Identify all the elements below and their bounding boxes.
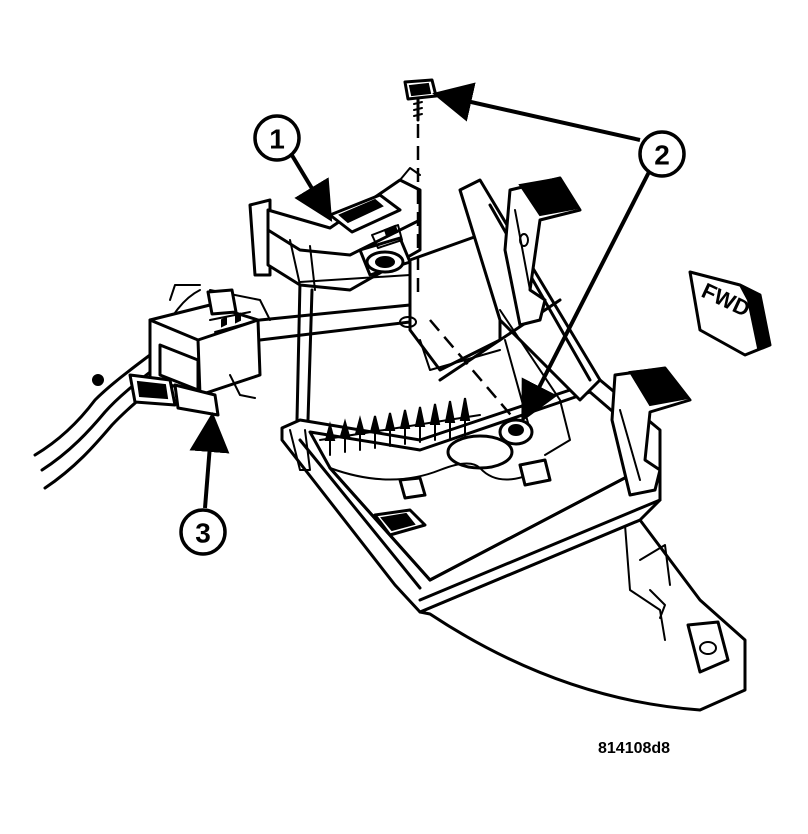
component-connector xyxy=(33,284,271,490)
component-bracket xyxy=(248,167,422,292)
callout-2-circle xyxy=(638,130,686,178)
callout-1-group: 1 xyxy=(253,114,333,222)
mounting-tab-lower xyxy=(610,366,692,497)
callout-3-group: 3 xyxy=(179,412,230,556)
callout-3-circle xyxy=(179,508,227,556)
support-arm xyxy=(258,274,412,342)
component-screw xyxy=(399,78,534,446)
forward-direction-arrow: FWD xyxy=(688,270,772,357)
lower-panel xyxy=(418,518,747,712)
callout-1-label: 1 xyxy=(269,124,285,155)
callout-3-label: 3 xyxy=(195,518,211,549)
callout-2-label: 2 xyxy=(654,140,670,171)
mounting-tab-upper xyxy=(503,176,582,327)
callout-1-circle xyxy=(253,114,301,162)
tray-frame xyxy=(280,378,662,614)
callout-2-group: 2 xyxy=(432,82,686,423)
figure-id: 814108d8 xyxy=(598,740,671,757)
